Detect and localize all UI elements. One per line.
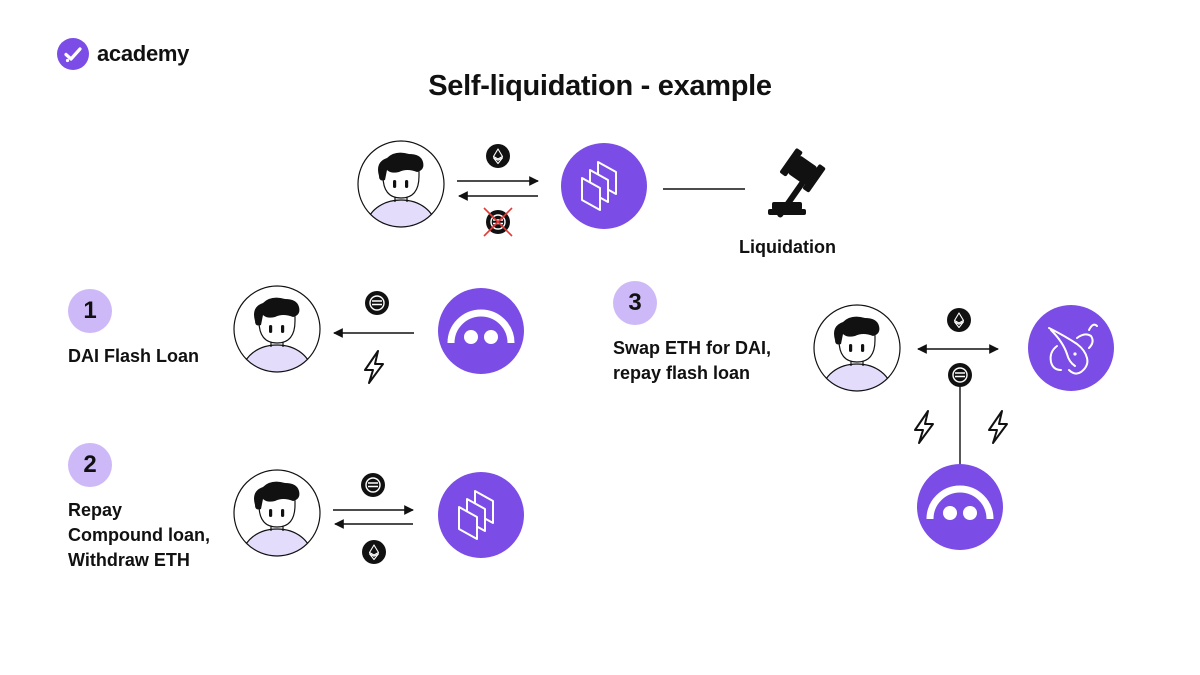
defi-saver-logo-icon: [917, 464, 1003, 550]
step-label-3: Swap ETH for DAI, repay flash loan: [613, 336, 771, 386]
uniswap-logo-icon: [1027, 304, 1115, 392]
step-label-line: repay flash loan: [613, 363, 751, 383]
brand-name: academy: [97, 41, 190, 66]
defi-saver-logo-icon: [438, 288, 524, 374]
brand-logo: academy: [57, 38, 189, 70]
compound-logo-icon: [560, 142, 648, 230]
step-label-1: DAI Flash Loan: [68, 344, 199, 369]
gavel-icon: [768, 148, 826, 218]
lightning-bolt-icon: [914, 410, 934, 444]
user-avatar-step3: [814, 305, 900, 416]
step-label-line: DAI Flash Loan: [68, 346, 200, 366]
eth-token-icon: [485, 143, 511, 169]
step-badge-1: 1: [68, 289, 112, 333]
user-avatar-top: [358, 141, 444, 252]
step-label-2: Repay Compound loan, Withdraw ETH: [68, 498, 210, 573]
step-label-line: Repay: [68, 500, 123, 520]
step-label-line: Compound loan,: [68, 525, 210, 545]
user-avatar-step1: [234, 286, 320, 397]
lightning-bolt-icon: [364, 350, 384, 384]
step-badge-3: 3: [613, 281, 657, 325]
user-avatar-step2: [234, 470, 320, 581]
eth-token-icon: [361, 539, 387, 565]
lightning-bolt-icon: [988, 410, 1008, 444]
step-label-line: Swap ETH for DAI,: [613, 338, 772, 358]
page-title: Self-liquidation - example: [428, 70, 772, 102]
dai-token-icon: [360, 472, 386, 498]
academy-logo-icon: [57, 38, 89, 70]
dai-token-icon: [364, 290, 390, 316]
liquidation-label: Liquidation: [739, 237, 836, 257]
step-label-line: Withdraw ETH: [68, 550, 190, 570]
step-badge-2: 2: [68, 443, 112, 487]
dai-token-icon: [947, 362, 973, 388]
compound-logo-icon: [437, 471, 525, 559]
dai-token-crossed-icon: [483, 207, 513, 237]
eth-token-icon: [946, 307, 972, 333]
